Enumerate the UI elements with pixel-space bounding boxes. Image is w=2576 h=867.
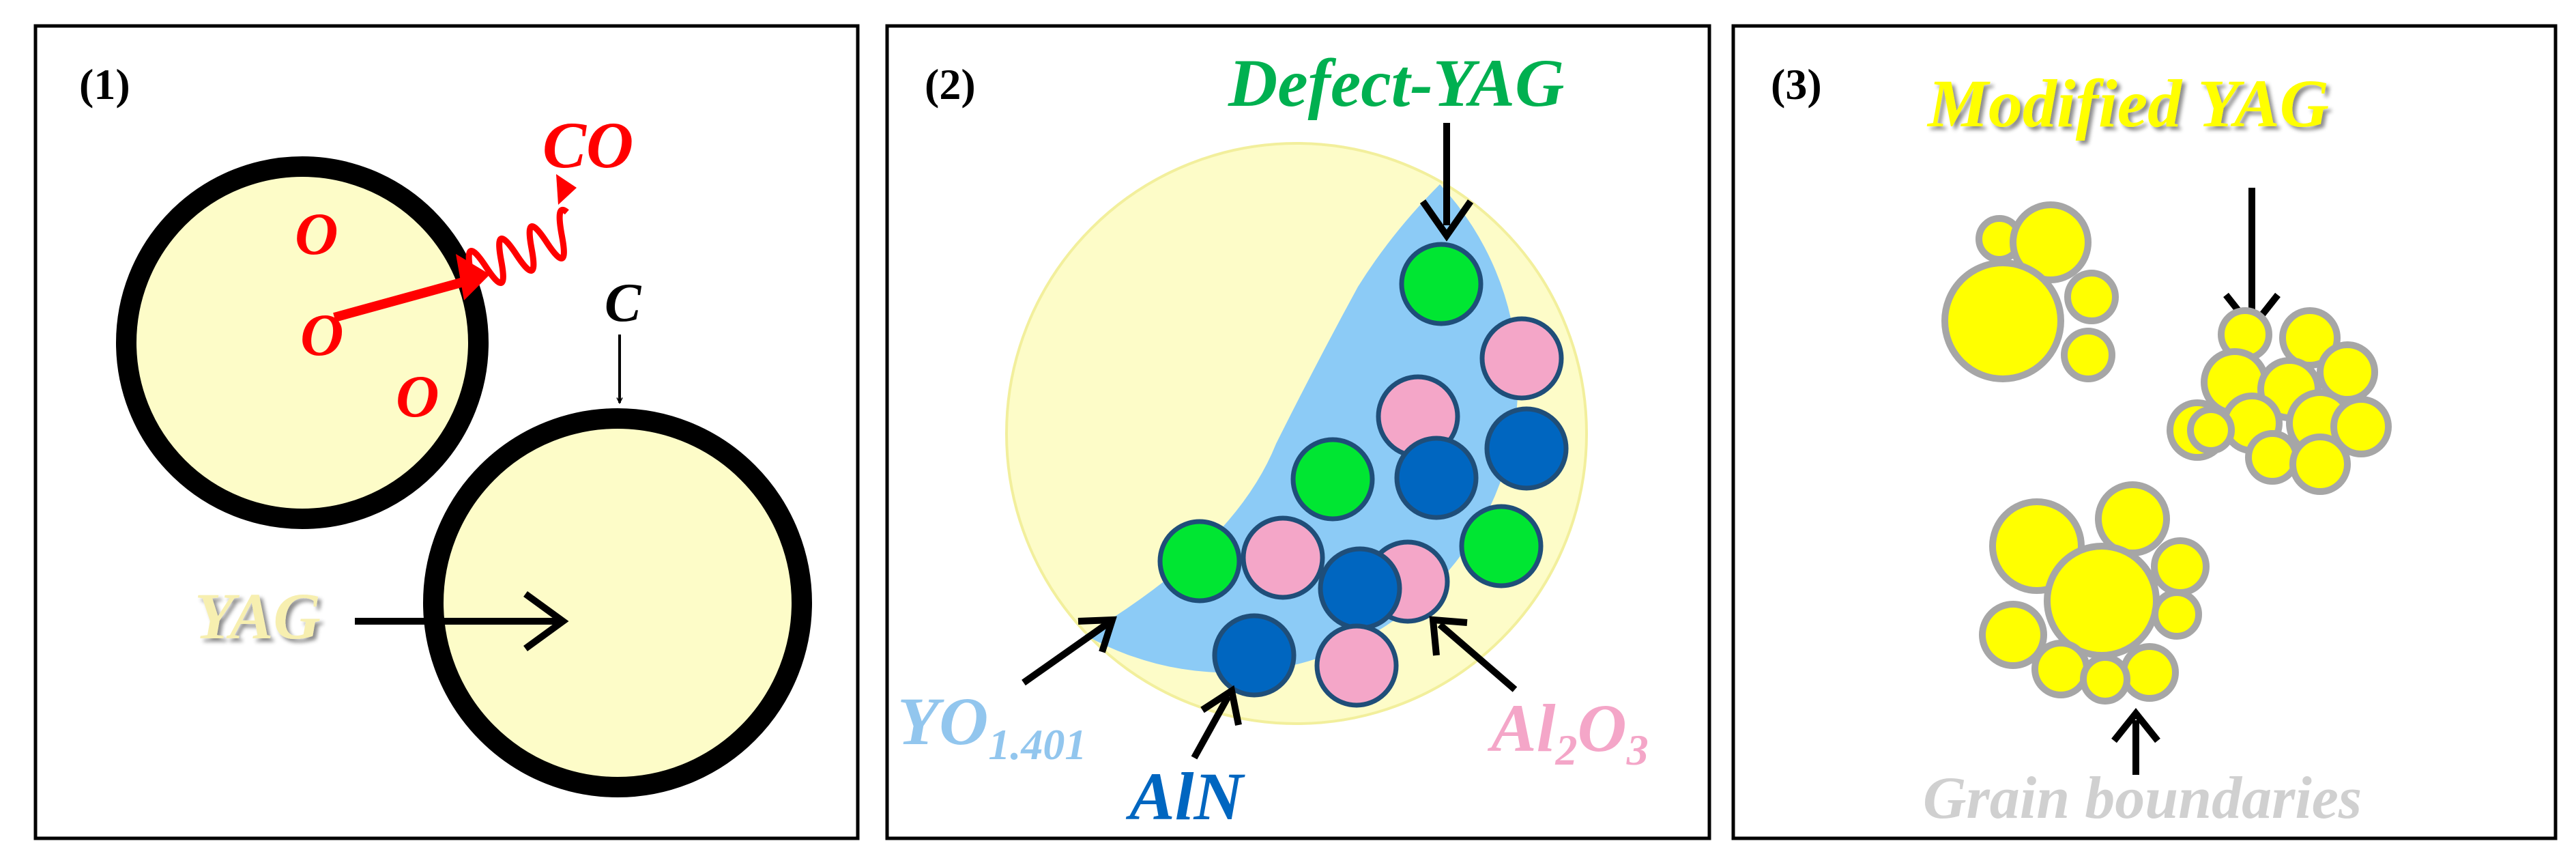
- modified-yag-label: Modified YAG: [1926, 66, 2329, 141]
- defect-yag-particle: [1157, 519, 1242, 603]
- aln-arrow-head: [1200, 685, 1242, 726]
- al2o3-arrow-head: [1429, 616, 1468, 656]
- yo-label-main: YO: [897, 683, 988, 759]
- panel-2: (2) Defect-YAG YO1.401: [885, 24, 1711, 840]
- grain-boundaries-arrow-head: [2111, 707, 2160, 743]
- panel-3-frame: [1731, 24, 2558, 840]
- grain: [2095, 481, 2170, 556]
- aln-particle: [1394, 436, 1479, 520]
- grain: [2064, 270, 2119, 324]
- grain: [2080, 654, 2130, 705]
- yo-arrow-shaft: [1022, 619, 1111, 686]
- defect-yag-label: Defect-YAG: [1228, 45, 1564, 121]
- oxygen-label-3: O: [396, 364, 439, 430]
- al2o3-particle: [1479, 316, 1564, 401]
- oxygen-arrowhead: [456, 254, 490, 300]
- grain: [1941, 259, 2064, 382]
- oxygen-label-2: O: [300, 302, 344, 369]
- defect-yag-particle: [1399, 242, 1484, 326]
- carbon-label: C: [605, 273, 642, 333]
- al2o3-label-o: O: [1577, 690, 1626, 766]
- yo-arrow-head: [1077, 616, 1117, 653]
- al2o3-label: Al2O3: [1487, 690, 1649, 774]
- grain: [2330, 396, 2392, 457]
- grain: [2151, 537, 2210, 596]
- yag-particle-upper: [116, 156, 489, 529]
- grain: [2010, 201, 2092, 283]
- al2o3-particle: [1314, 623, 1399, 708]
- defect-yag-particle: [1459, 504, 1544, 588]
- grain: [1979, 601, 2047, 669]
- al2o3-arrow-shaft: [1437, 622, 1518, 692]
- grain-boundaries-label: Grain boundaries: [1923, 765, 2362, 832]
- aln-label: AlN: [1125, 758, 1245, 834]
- yag-particle-lower: [423, 408, 812, 797]
- particles: [1157, 242, 1569, 708]
- panel-1-number: (1): [79, 60, 130, 109]
- co-label: CO: [542, 109, 633, 182]
- grain-cluster-3: [1979, 481, 2210, 705]
- grain-cluster-1: [1941, 201, 2119, 382]
- oxygen-arrow: [333, 275, 472, 322]
- aln-arrow-shaft: [1191, 694, 1232, 760]
- aln-particle: [1212, 613, 1297, 698]
- co-release-wave: [465, 206, 569, 286]
- panel-2-number: (2): [925, 60, 976, 109]
- al2o3-particle: [1241, 515, 1325, 600]
- grain-cluster-2: [2167, 307, 2392, 495]
- grain: [2152, 589, 2202, 640]
- grain: [2289, 434, 2351, 495]
- co-arrowhead: [556, 174, 577, 205]
- grain: [2061, 328, 2115, 382]
- panel-3-number: (3): [1771, 60, 1822, 109]
- defect-yag-arrow-head: [1419, 199, 1474, 242]
- al2o3-label-al: Al: [1487, 690, 1556, 766]
- aln-particle: [1318, 546, 1402, 631]
- grain: [2031, 640, 2090, 698]
- defect-yag-particle: [1290, 437, 1375, 522]
- grain-clusters: [1941, 201, 2392, 705]
- grain: [2120, 643, 2179, 702]
- yo-label: YO1.401: [897, 683, 1086, 769]
- yag-label: YAG: [194, 580, 321, 653]
- yo-label-subscript: 1.401: [988, 720, 1086, 769]
- panel-1: (1) CO O O O C YAG: [33, 24, 860, 840]
- grain: [2187, 406, 2235, 454]
- grain: [2245, 430, 2300, 485]
- grain: [2044, 543, 2160, 659]
- al2o3-label-sub-2: 2: [1554, 726, 1577, 774]
- panel-3: (3) Modified YAG: [1731, 24, 2558, 840]
- yag-arrow-head: [523, 591, 569, 652]
- aln-particle: [1484, 406, 1569, 491]
- al2o3-label-sub-3: 3: [1626, 726, 1649, 774]
- oxygen-label-1: O: [295, 201, 338, 268]
